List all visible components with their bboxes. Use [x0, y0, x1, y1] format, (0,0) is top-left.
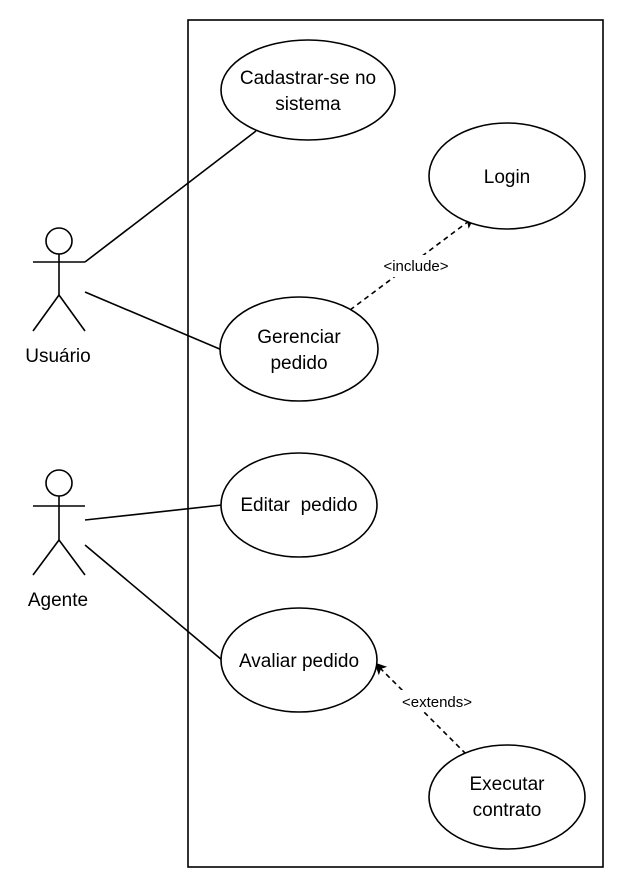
use-case-gerenciar-line2: pedido	[270, 353, 327, 374]
actor-usuario-label: Usuário	[25, 346, 90, 367]
use-case-editar-label: Editar pedido	[240, 495, 357, 516]
use-case-cadastrar-ellipse	[220, 39, 396, 141]
use-case-executar-line1: Executar	[470, 774, 546, 795]
extends-label-bg	[389, 690, 485, 712]
use-case-editar: Editar pedido	[220, 452, 378, 558]
actor-agente-head	[45, 469, 73, 497]
actor-agente: Agente	[28, 469, 88, 611]
association-usuario-cadastrar	[84, 130, 257, 263]
use-case-cadastrar: Cadastrar-se no sistema	[220, 39, 396, 141]
use-case-cadastrar-line2: sistema	[275, 94, 341, 115]
use-case-login: Login	[428, 122, 586, 230]
use-case-executar: Executar contrato	[428, 744, 586, 850]
use-case-cadastrar-line1: Cadastrar-se no	[240, 68, 376, 89]
use-case-editar-ellipse	[220, 452, 378, 558]
use-case-login-label: Login	[484, 167, 531, 188]
association-agente-avaliar	[84, 544, 223, 661]
use-case-executar-ellipse	[428, 744, 586, 850]
use-case-gerenciar-line1: Gerenciar	[257, 327, 341, 348]
use-case-gerenciar: Gerenciar pedido	[219, 296, 379, 402]
system-boundary	[187, 19, 604, 868]
actor-usuario: Usuário	[25, 227, 91, 367]
association-agente-editar	[84, 504, 223, 521]
actor-usuario-right-leg	[58, 294, 86, 332]
use-case-avaliar-label: Avaliar pedido	[239, 651, 359, 672]
use-case-executar-line2: contrato	[473, 800, 542, 821]
actor-agente-label: Agente	[28, 590, 88, 611]
extends-label: <extends>	[402, 694, 472, 711]
actor-agente-left-leg	[32, 539, 60, 576]
use-case-gerenciar-ellipse	[219, 296, 379, 402]
actor-agente-right-leg	[58, 539, 86, 576]
include-label: <include>	[383, 258, 448, 275]
use-case-avaliar: Avaliar pedido	[220, 607, 378, 713]
actor-usuario-head	[45, 227, 73, 255]
association-usuario-gerenciar	[84, 291, 223, 351]
actor-usuario-left-leg	[32, 294, 60, 332]
use-case-login-ellipse	[428, 122, 586, 230]
include-label-bg	[373, 255, 459, 277]
use-case-avaliar-ellipse	[220, 607, 378, 713]
